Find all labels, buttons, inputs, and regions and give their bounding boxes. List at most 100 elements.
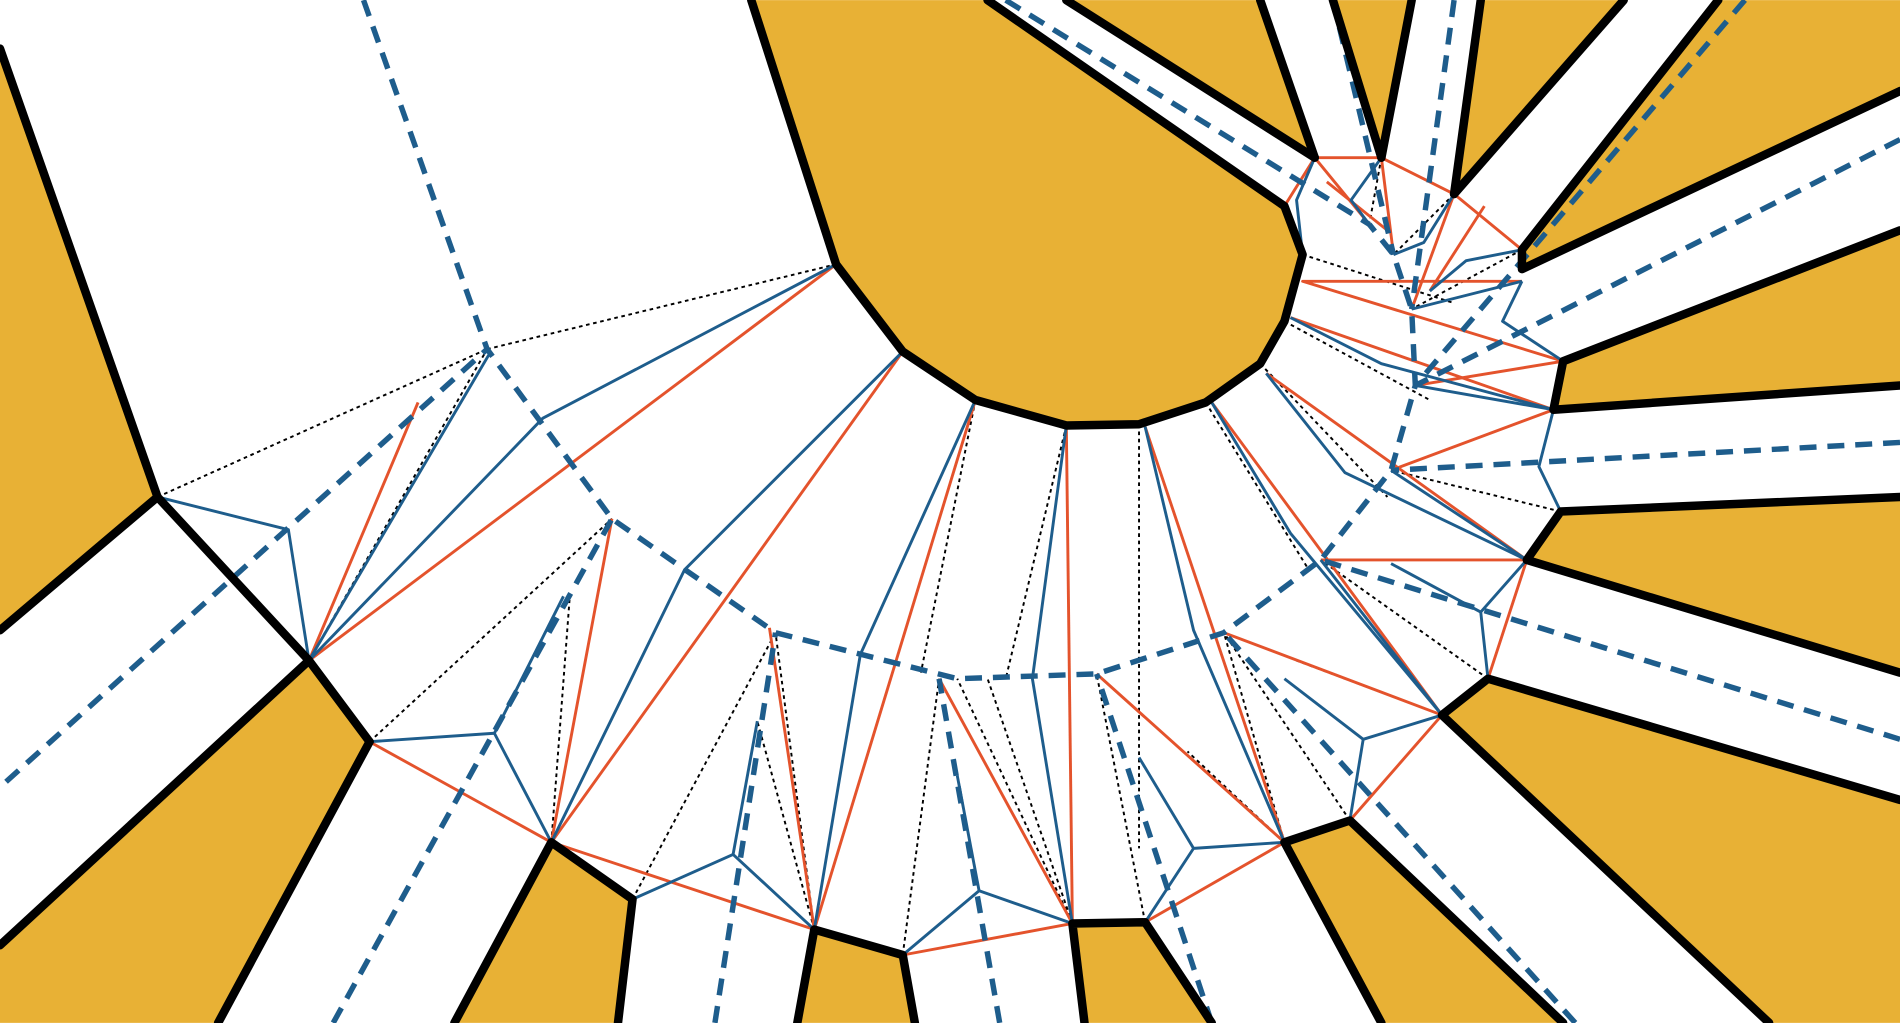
dashed-axis-1 — [360, 0, 1419, 682]
boundary-line-13 — [1549, 226, 1900, 414]
boundary-line-11 — [1449, 0, 1628, 199]
mountain-fold-16 — [1223, 631, 1443, 717]
valley-fold-15 — [1143, 426, 1286, 843]
valley-fold-7 — [631, 852, 816, 931]
valley-fold-23 — [1265, 372, 1528, 562]
valley-fold-5 — [493, 595, 565, 734]
valley-fold-8 — [731, 720, 759, 855]
dotted-hinge-10 — [756, 720, 816, 930]
dashed-axis-2 — [4, 347, 489, 784]
bottom-flap-1 — [454, 842, 633, 1023]
boundary-line-6 — [1062, 0, 1319, 162]
dotted-hinge-12 — [956, 678, 1074, 924]
mountain-fold-5 — [550, 350, 904, 844]
valley-fold-13 — [1143, 840, 1285, 924]
valley-fold-30 — [1392, 193, 1456, 256]
left-bottom-flap — [0, 660, 370, 1023]
dotted-hinge-13 — [986, 678, 1074, 924]
boundary-line-19 — [450, 838, 637, 1023]
mountain-fold-17 — [1486, 559, 1529, 680]
dashed-axis-7 — [1221, 630, 1578, 1023]
boundary-line-16 — [1280, 816, 1568, 1023]
mountain-fold-22 — [1301, 279, 1564, 363]
dotted-hinge-17 — [1223, 632, 1351, 822]
bottom-flap-4 — [1284, 820, 1564, 1023]
valley-fold-26 — [1289, 316, 1554, 412]
dotted-hinge-22 — [1390, 469, 1561, 513]
dotted-hinge-2 — [486, 263, 837, 351]
mountain-fold-3 — [307, 401, 420, 662]
dotted-hinge-7 — [550, 599, 571, 843]
valley-fold-2 — [307, 263, 837, 662]
valley-fold-24 — [1537, 409, 1563, 513]
valley-fold-14 — [1137, 756, 1195, 850]
boundary-line-4 — [213, 737, 374, 1023]
boundary-line-17 — [1068, 918, 1216, 1023]
mountain-fold-8 — [768, 627, 816, 930]
valley-fold-27 — [1501, 280, 1564, 363]
dotted-hinge-9 — [774, 632, 816, 930]
right-flap-1 — [1521, 0, 1900, 270]
dotted-hinge-29 — [919, 399, 977, 673]
dotted-hinge-1 — [157, 348, 488, 498]
boundary-line-14 — [1522, 492, 1900, 677]
dotted-hinge-15 — [1222, 632, 1286, 843]
dashed-axis-9 — [1390, 439, 1900, 474]
valley-fold-10 — [901, 889, 1073, 957]
top-right-flap-2 — [1332, 0, 1412, 158]
mountain-fold-11 — [1144, 841, 1286, 924]
mountain-fold-23 — [1415, 359, 1564, 387]
boundary-line-8 — [1328, 0, 1386, 162]
valley-fold-22 — [1390, 469, 1528, 562]
dotted-hinge-34 — [1283, 320, 1431, 401]
dotted-hinge-32 — [1204, 401, 1310, 571]
mountain-fold-10 — [937, 678, 1074, 925]
dashed-axis-3 — [330, 517, 615, 1023]
boundary-line-15 — [1437, 674, 1900, 1023]
dashed-axis-5 — [936, 678, 1003, 1023]
mountain-fold-21 — [1390, 408, 1554, 472]
valley-fold-3 — [307, 350, 493, 662]
mountain-fold-28 — [1428, 205, 1486, 292]
dashed-axis-10 — [1414, 137, 1900, 388]
mountain-fold-20 — [1290, 316, 1554, 412]
boundary-line-12 — [1517, 0, 1900, 274]
central-hub-flap — [751, 0, 1303, 426]
dotted-hinge-35 — [1302, 253, 1455, 305]
bottom-flap-3 — [1072, 922, 1212, 1023]
valley-fold-25 — [1415, 384, 1554, 412]
boundary-line-9 — [1377, 0, 1416, 162]
boundary-line-5 — [747, 0, 1307, 430]
boundary-line-18 — [793, 925, 920, 1023]
valley-fold-19 — [1210, 401, 1444, 717]
valley-fold-17 — [1283, 677, 1365, 741]
left-top-flap — [0, 48, 158, 631]
right-flap-3 — [1526, 496, 1900, 673]
valley-fold-32 — [1295, 157, 1317, 255]
mountain-fold-6 — [549, 518, 614, 843]
dotted-hinge-20 — [1320, 559, 1489, 680]
dotted-hinge-26 — [1411, 248, 1523, 310]
mountain-fold-26 — [1379, 157, 1395, 255]
dashed-axis-8 — [1319, 557, 1900, 742]
dotted-hinge-11 — [901, 678, 941, 956]
dashed-axis-4 — [712, 632, 779, 1023]
mountain-fold-24 — [1283, 156, 1523, 251]
mountain-fold-14 — [1348, 714, 1444, 822]
dashed-axis-14 — [1004, 0, 1371, 227]
right-flap-2 — [1553, 230, 1900, 410]
mountain-fold-9 — [1064, 425, 1074, 924]
mountain-fold-25 — [1410, 193, 1456, 310]
valley-fold-29 — [1428, 248, 1523, 293]
dashed-axis-6 — [1094, 673, 1215, 1023]
boundary-line-3 — [0, 656, 314, 950]
dotted-hinge-14 — [1095, 673, 1147, 923]
mountain-fold-18 — [1265, 372, 1528, 562]
right-flap-4 — [1441, 678, 1900, 1023]
dashed-axis-11 — [1413, 0, 1747, 388]
boundary-line-10 — [1449, 0, 1485, 199]
dashed-axis-lines — [4, 0, 1900, 1023]
